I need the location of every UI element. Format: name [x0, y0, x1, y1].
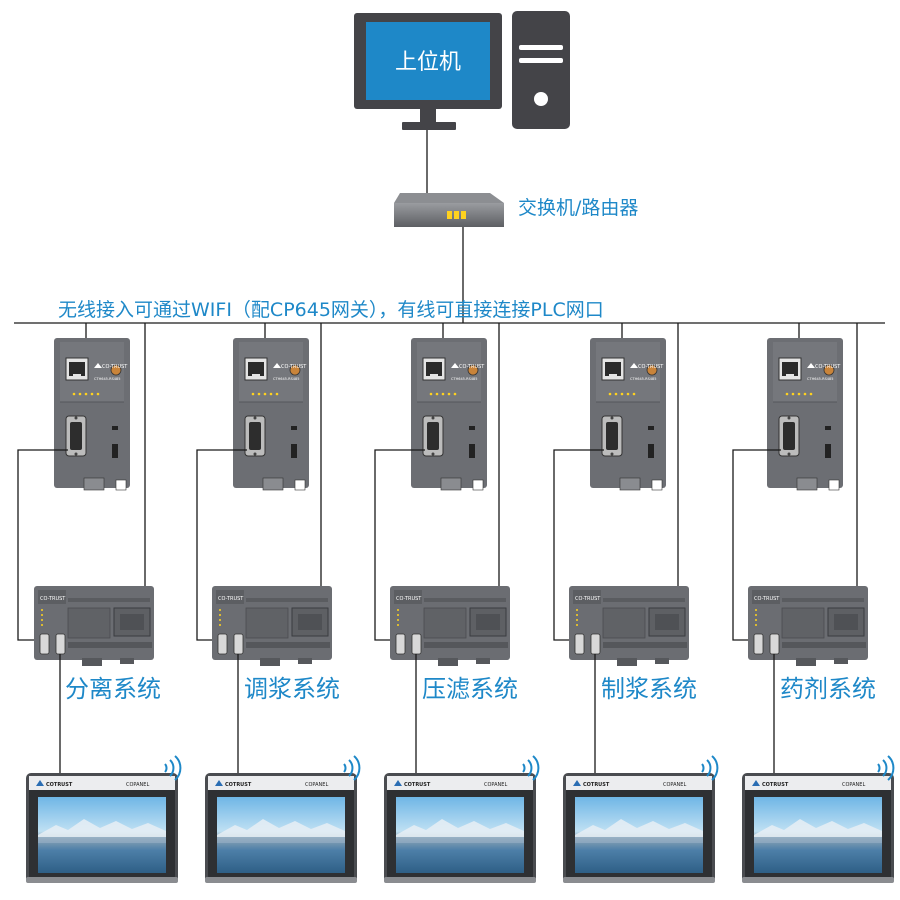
plc-module	[747, 585, 869, 667]
monitor-stand	[402, 122, 456, 130]
system-label: 压滤系统	[422, 675, 518, 703]
plc-module	[389, 585, 511, 667]
system-label: 调浆系统	[244, 675, 340, 703]
gateway-module	[232, 337, 310, 491]
network-switch	[394, 193, 504, 227]
upper-computer: 上位机	[354, 11, 570, 130]
gateway-module	[589, 337, 667, 491]
hmi-touch-panel	[384, 773, 536, 883]
pc-label: 上位机	[395, 50, 461, 75]
power-button-icon	[534, 92, 548, 106]
pc-tower	[512, 11, 570, 129]
system-column-5: 药剂系统	[732, 323, 895, 883]
gateway-module	[53, 337, 131, 491]
gateway-module	[410, 337, 488, 491]
system-column-4: 制浆系统	[553, 323, 719, 883]
monitor-screen	[366, 22, 490, 100]
system-column-2: 调浆系统	[196, 323, 361, 883]
switch-label: 交换机/路由器	[518, 197, 638, 219]
hmi-touch-panel	[742, 773, 894, 883]
system-label: 分离系统	[65, 675, 161, 703]
plc-module	[33, 585, 155, 667]
plc-module	[568, 585, 690, 667]
system-column-1: 分离系统	[17, 323, 182, 883]
system-label: 药剂系统	[780, 675, 876, 703]
network-caption: 无线接入可通过WIFI（配CP645网关），有线可直接连接PLC网口	[58, 299, 604, 321]
gateway-module	[766, 337, 844, 491]
hmi-touch-panel	[205, 773, 357, 883]
hmi-touch-panel	[26, 773, 178, 883]
hmi-touch-panel	[563, 773, 715, 883]
plc-module	[211, 585, 333, 667]
system-column-3: 压滤系统	[374, 323, 540, 883]
system-label: 制浆系统	[601, 675, 697, 703]
